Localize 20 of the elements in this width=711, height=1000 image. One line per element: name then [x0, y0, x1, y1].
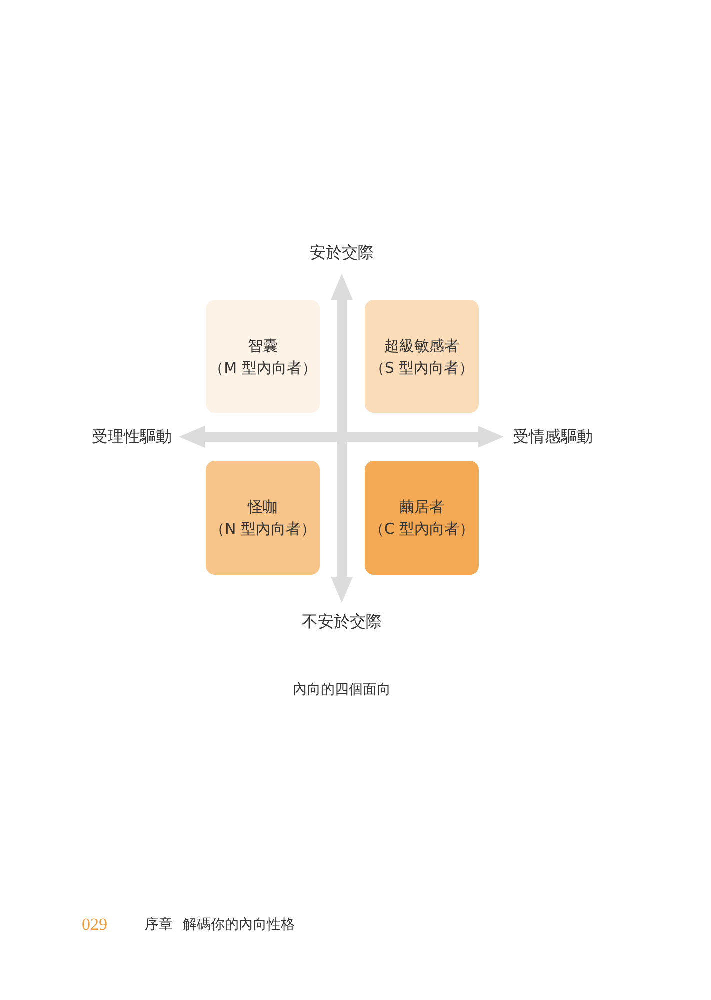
quadrant-name: 超級敏感者: [384, 336, 460, 356]
quadrant-box: [365, 461, 479, 575]
quadrant-name: 智囊: [248, 336, 278, 356]
axis-label: 受理性驅動: [92, 427, 172, 447]
quadrant-name: 繭居者: [400, 497, 444, 518]
quadrant-name: 怪咖: [248, 497, 278, 518]
type-label: （S 型內向者）: [370, 358, 474, 378]
page-number: 029: [82, 915, 108, 935]
quadrant-box: [206, 300, 320, 413]
chapter-title: 解碼你的內向性格: [183, 916, 295, 935]
caption: 內向的四個面向: [293, 681, 391, 700]
axis-label: 安於交際: [310, 243, 374, 263]
chapter-label: 序章: [145, 916, 173, 935]
axis-label: 受情感驅動: [513, 427, 593, 447]
axis-label: 不安於交際: [302, 612, 382, 632]
quadrant-box: [365, 300, 479, 413]
quadrant-box: [206, 461, 320, 575]
type-label: （N 型內向者）: [210, 519, 316, 540]
type-label: （M 型內向者）: [209, 358, 317, 378]
type-label: （C 型內向者）: [369, 519, 475, 540]
